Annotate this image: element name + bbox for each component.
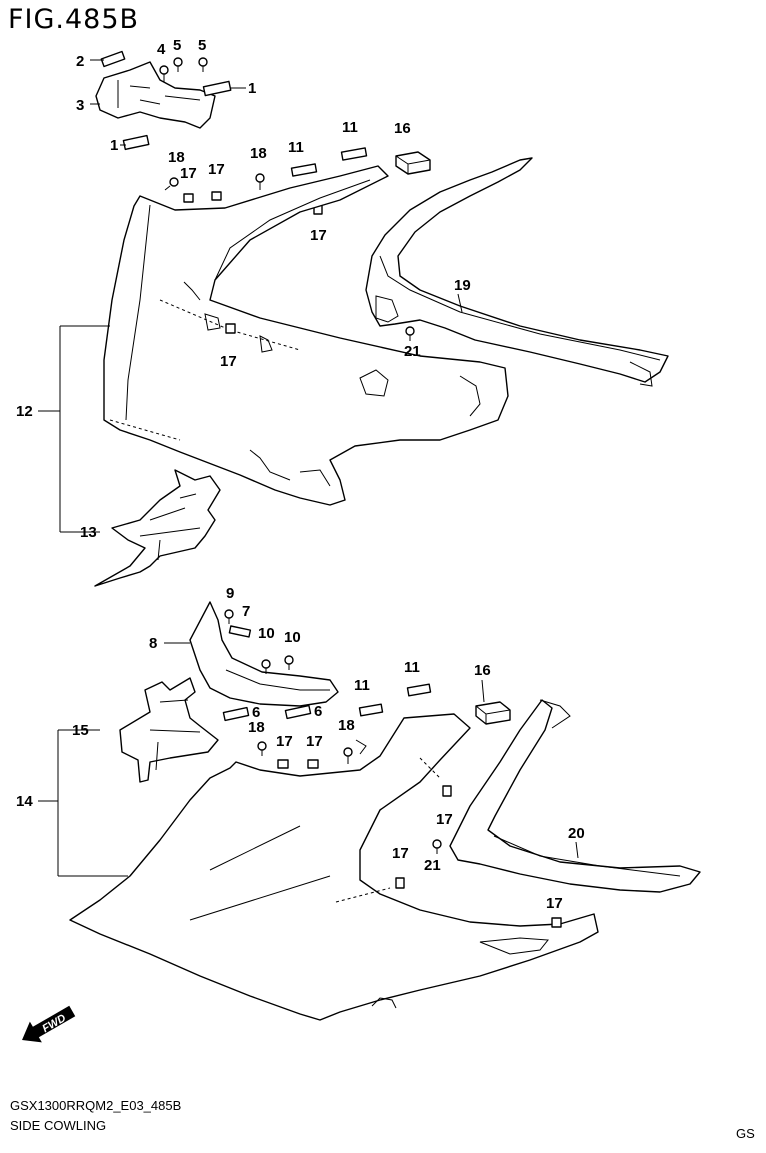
callout-17d: 17	[220, 353, 237, 370]
callout-17h: 17	[392, 845, 409, 862]
callout-17g: 17	[436, 811, 453, 828]
figure-name: SIDE COWLING	[10, 1118, 107, 1133]
fwd-label: FWD	[40, 1012, 68, 1035]
callout-18b: 18	[250, 145, 267, 162]
callout-17b: 17	[208, 161, 225, 178]
callout-17c: 17	[310, 227, 327, 244]
cushion-part-6-left	[222, 706, 250, 722]
cushion-part-1-upper	[202, 80, 232, 97]
nut-part-17-upper-d	[225, 323, 236, 334]
side-cowling-part-14	[69, 713, 599, 1021]
cushion-part-6-right	[284, 704, 312, 720]
callout-6b: 6	[314, 703, 322, 720]
inner-bracket-part-8	[189, 601, 339, 707]
nut-part-17-lower-d	[395, 877, 405, 889]
figure-title: FIG.485B	[8, 4, 140, 35]
callout-labels: 2 3 4 5 5 1 1 18 17 17 18 11 11 16 17 19…	[16, 37, 585, 912]
callout-5a: 5	[173, 37, 181, 54]
callout-9: 9	[226, 585, 234, 602]
callout-17a: 17	[180, 165, 197, 182]
screw-part-5-left	[173, 57, 183, 72]
callout-18c: 18	[248, 719, 265, 736]
nut-part-17-lower-c	[442, 785, 452, 797]
leader-bracket-12	[59, 325, 110, 533]
callout-11c: 11	[354, 677, 370, 694]
nut-part-17-upper-b	[211, 191, 222, 201]
screw-part-18-upper-b	[255, 173, 265, 190]
cushion-part-11-upper-b	[340, 147, 368, 161]
model-code: GSX1300RRQM2_E03_485B	[10, 1098, 182, 1113]
callout-2: 2	[76, 53, 84, 70]
cushion-part-11-lower-a	[358, 703, 384, 717]
callout-18a: 18	[168, 149, 185, 166]
screw-part-5-right	[198, 57, 208, 72]
callout-5b: 5	[198, 37, 206, 54]
bolt-part-4	[159, 65, 169, 82]
callout-21b: 21	[424, 857, 441, 874]
screw-part-18-lower-b	[343, 747, 353, 764]
callout-18d: 18	[338, 717, 355, 734]
callout-14: 14	[16, 793, 33, 810]
callout-20: 20	[568, 825, 585, 842]
cushion-part-7	[228, 625, 252, 638]
callout-16b: 16	[474, 662, 491, 679]
screw-part-18-upper	[164, 177, 179, 191]
block-part-16-lower	[475, 701, 511, 725]
callout-13: 13	[80, 524, 97, 541]
callout-21a: 21	[404, 343, 421, 360]
callout-16a: 16	[394, 120, 411, 137]
decal-emblem-part-15	[119, 677, 219, 783]
cushion-part-11-upper-a	[290, 163, 318, 177]
nut-part-17-lower-e	[551, 917, 562, 928]
inner-bracket-part-3	[95, 61, 216, 129]
nut-part-17-lower-a	[277, 759, 289, 769]
callout-1a: 1	[248, 80, 256, 97]
callout-8: 8	[149, 635, 157, 652]
callout-11d: 11	[404, 659, 420, 676]
cushion-part-2	[100, 50, 126, 68]
leader-bracket-14	[57, 729, 128, 877]
screw-part-10-right	[284, 655, 294, 670]
callout-15: 15	[72, 722, 89, 739]
callout-7: 7	[242, 603, 250, 620]
forward-arrow-icon: FWD	[22, 1005, 76, 1043]
nut-part-17-lower-b	[307, 759, 319, 769]
callout-3: 3	[76, 97, 84, 114]
bolt-part-9	[224, 609, 234, 624]
callout-10b: 10	[284, 629, 301, 646]
callout-11a: 11	[288, 139, 304, 156]
cushion-part-11-lower-b	[406, 683, 432, 697]
callout-6a: 6	[252, 704, 260, 721]
screw-part-10-left	[261, 659, 271, 674]
block-part-16-upper	[395, 151, 431, 175]
callout-1b: 1	[110, 137, 118, 154]
callout-17i: 17	[546, 895, 563, 912]
callout-17e: 17	[276, 733, 293, 750]
callout-11b: 11	[342, 119, 358, 136]
screw-part-18-lower-a	[257, 741, 267, 756]
cushion-part-1-lower	[122, 134, 150, 151]
callout-10a: 10	[258, 625, 275, 642]
callout-12: 12	[16, 403, 33, 420]
callout-4: 4	[157, 41, 166, 58]
screw-part-21-upper	[405, 326, 415, 341]
inner-frame-part-20	[449, 699, 701, 893]
callout-17f: 17	[306, 733, 323, 750]
nut-part-17-upper-a	[183, 193, 194, 203]
decal-emblem-part-13	[94, 469, 221, 587]
side-cowling-part-12	[103, 165, 509, 506]
screw-part-21-lower	[432, 839, 442, 854]
region-code: GS	[736, 1126, 755, 1141]
callout-19: 19	[454, 277, 471, 294]
inner-frame-part-19	[365, 157, 669, 387]
